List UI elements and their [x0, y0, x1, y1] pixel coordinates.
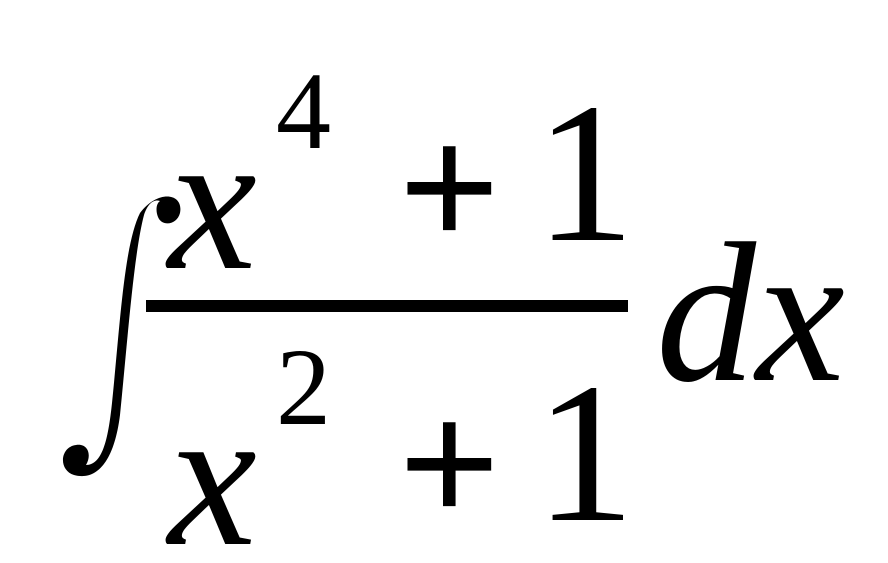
denominator-constant: 1: [535, 343, 635, 563]
fraction-bar: [146, 300, 628, 312]
numerator-constant: 1: [535, 63, 635, 284]
denominator-plus: +: [398, 364, 501, 563]
denominator-exponent: 2: [276, 326, 331, 448]
differential: dx: [656, 203, 845, 424]
integral-sign-icon: [62, 196, 181, 477]
numerator-base: x: [168, 91, 257, 312]
denominator-base: x: [168, 367, 257, 563]
numerator-plus: +: [398, 88, 501, 287]
numerator-exponent: 4: [276, 50, 331, 172]
